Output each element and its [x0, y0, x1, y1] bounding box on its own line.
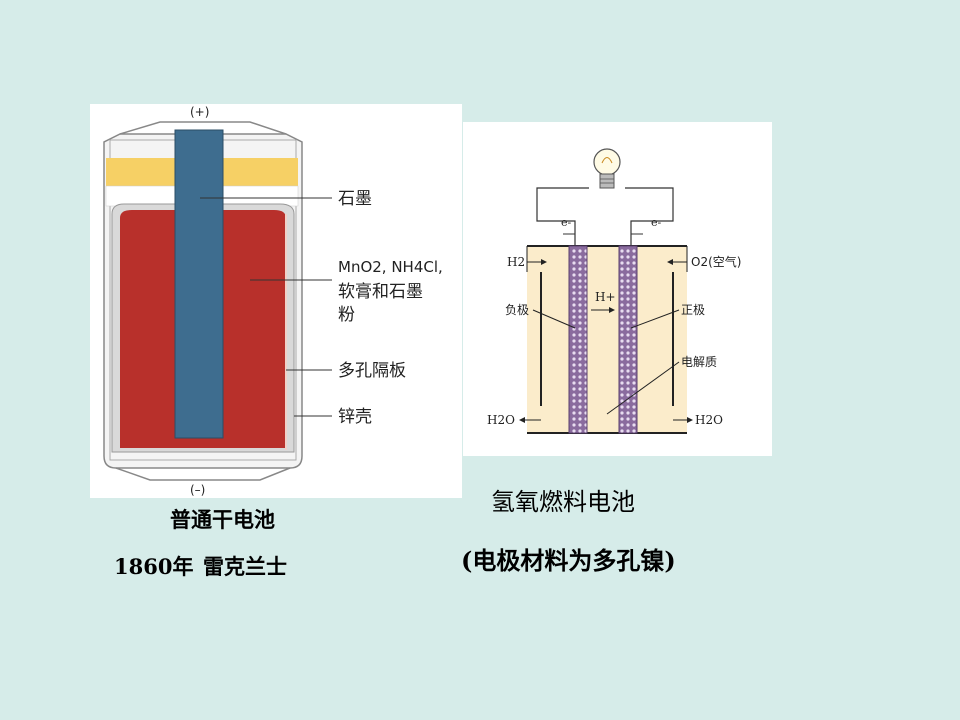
dry-cell-caption: 普通干电池 [170, 507, 275, 532]
paste-line3-label: 粉 [338, 305, 355, 325]
paste-formula-label: MnO2, NH4Cl, [338, 258, 443, 276]
water-out-left-label: H2O [487, 413, 515, 427]
negative-terminal-label: (–) [190, 483, 205, 497]
positive-porous-electrode [618, 245, 638, 434]
negative-electrode-label: 负极 [505, 303, 529, 317]
circuit-wire-right [625, 187, 674, 246]
leader-electrolyte [606, 361, 680, 415]
paste-line2-label: 软膏和石墨 [338, 281, 423, 302]
leader-negative [532, 309, 576, 329]
light-bulb-icon [593, 148, 621, 189]
fuel-cell-svg: e- e- H2 O2(空气) H+ 负极 正极 电解质 [487, 148, 741, 434]
oxygen-inlet-arrowhead [667, 259, 673, 265]
dry-cell-diagram: (+) (–) 石墨 MnO2, NH4Cl, 软膏和石墨 粉 多孔隔板 锌壳 [90, 104, 462, 498]
graphite-rod [174, 129, 224, 439]
fuel-cell-caption: 氢氧燃料电池 [491, 488, 635, 516]
electron-left-label: e- [561, 216, 572, 229]
graphite-label: 石墨 [338, 189, 372, 209]
leader-positive [630, 309, 680, 329]
dry-cell-inventor: 雷克兰士 [203, 554, 287, 579]
positive-electrode-label: 正极 [681, 303, 705, 317]
dry-cell-svg: (+) (–) 石墨 MnO2, NH4Cl, 软膏和石墨 粉 多孔隔板 锌壳 [103, 105, 443, 497]
bottom-cap [115, 467, 291, 481]
oxygen-in-label: O2(空气) [691, 254, 741, 269]
water-out-left-arrowhead [519, 417, 525, 423]
water-out-right-arrowhead [687, 417, 693, 423]
hydrogen-inlet-arrowhead [541, 259, 547, 265]
proton-arrowhead [609, 307, 615, 313]
cell-body [527, 246, 687, 433]
positive-terminal-label: (+) [190, 105, 209, 119]
negative-porous-electrode [568, 245, 588, 434]
water-out-right-label: H2O [695, 413, 723, 427]
circuit-wire-left [536, 187, 589, 246]
dry-cell-year: 1860年 [114, 554, 194, 579]
electrolyte-label: 电解质 [681, 355, 717, 369]
proton-label: H+ [595, 290, 616, 304]
hydrogen-in-label: H2 [507, 255, 525, 269]
zinc-shell-label: 锌壳 [338, 407, 372, 427]
fuel-cell-diagram: e- e- H2 O2(空气) H+ 负极 正极 电解质 [463, 122, 772, 456]
separator-label: 多孔隔板 [338, 361, 406, 381]
top-cap [119, 121, 287, 135]
electron-right-label: e- [651, 216, 662, 229]
fuel-cell-subtitle: (电极材料为多孔镍) [461, 546, 676, 575]
